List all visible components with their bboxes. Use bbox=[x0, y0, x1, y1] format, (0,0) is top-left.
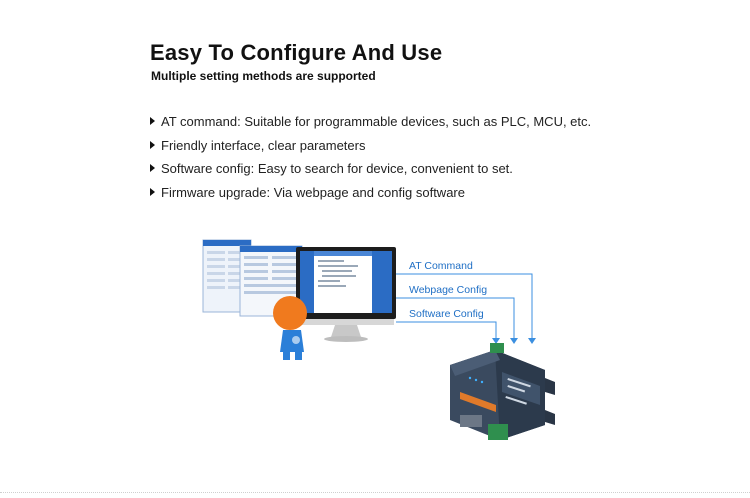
webpage-config-line bbox=[396, 297, 515, 340]
arrow-heads bbox=[492, 338, 536, 344]
label-webpage-config: Webpage Config bbox=[409, 284, 488, 296]
bullet-triangle-icon bbox=[150, 187, 155, 196]
flow-lines bbox=[396, 273, 533, 340]
bottom-divider bbox=[0, 492, 750, 493]
feature-item-interface: Friendly interface, clear parameters bbox=[150, 134, 591, 158]
arrow-down-icon bbox=[492, 338, 500, 344]
label-software-config: Software Config bbox=[409, 308, 484, 320]
software-config-line bbox=[396, 321, 497, 340]
arrow-down-icon bbox=[510, 338, 518, 344]
label-at-command: AT Command bbox=[409, 260, 473, 272]
feature-list: AT command: Suitable for programmable de… bbox=[150, 110, 591, 204]
page-subtitle: Multiple setting methods are supported bbox=[151, 69, 376, 83]
feature-item-software-config: Software config: Easy to search for devi… bbox=[150, 157, 591, 181]
page-title: Easy To Configure And Use bbox=[150, 40, 443, 65]
feature-item-at-command: AT command: Suitable for programmable de… bbox=[150, 110, 591, 134]
arrow-down-icon bbox=[528, 338, 536, 344]
at-command-line bbox=[396, 273, 533, 340]
serial-device-icon bbox=[450, 343, 555, 440]
mascot-icon bbox=[273, 296, 307, 360]
monitor-icon bbox=[296, 247, 396, 342]
bullet-triangle-icon bbox=[150, 140, 155, 149]
bullet-triangle-icon bbox=[150, 117, 155, 125]
feature-item-firmware-upgrade: Firmware upgrade: Via webpage and config… bbox=[150, 181, 591, 205]
bullet-triangle-icon bbox=[150, 164, 155, 172]
